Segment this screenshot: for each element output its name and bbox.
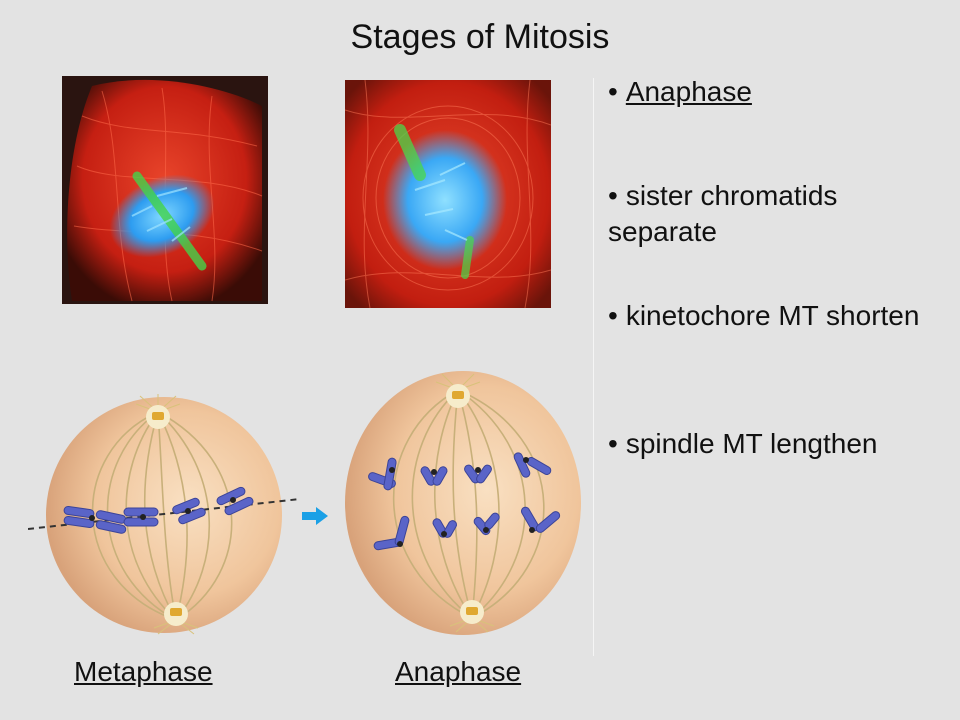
bullet-heading-anaphase: Anaphase	[625, 76, 752, 107]
right-arrow-icon	[302, 507, 328, 525]
bullet-text: spindle MT lengthen	[625, 428, 878, 459]
bullet-item: •sister chromatids separate	[608, 178, 948, 250]
caption-anaphase: Anaphase	[395, 656, 522, 687]
bullet-item: •Anaphase	[608, 74, 948, 110]
bullet-text: kinetochore MT shorten	[625, 300, 920, 331]
bullet-item: •spindle MT lengthen	[608, 426, 948, 462]
bullet-text: sister chromatids separate	[608, 180, 838, 247]
micrograph-metaphase	[62, 76, 268, 304]
divider-line	[593, 78, 594, 656]
metaphase-cell-diagram	[27, 392, 301, 638]
bullet-dot: •	[608, 300, 618, 331]
caption-metaphase: Metaphase	[74, 656, 213, 687]
bullet-item: •kinetochore MT shorten	[608, 298, 948, 334]
bullet-dot: •	[608, 76, 618, 107]
bullet-dot: •	[608, 180, 618, 211]
page-title: Stages of Mitosis	[350, 18, 610, 56]
bullet-dot: •	[608, 428, 618, 459]
micrograph-anaphase	[345, 80, 551, 308]
anaphase-cell-diagram	[340, 368, 586, 638]
